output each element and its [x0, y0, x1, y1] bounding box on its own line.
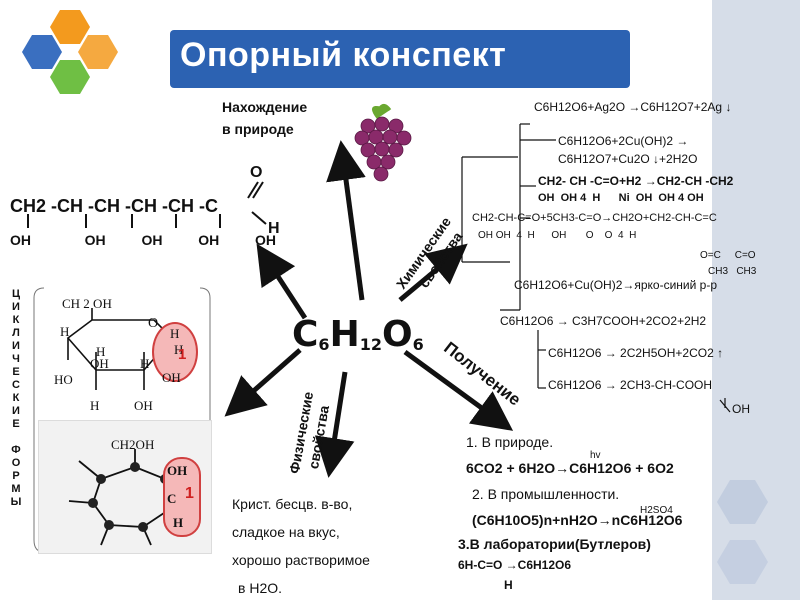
phys-line: хорошо растворимое: [232, 552, 370, 568]
grapes-icon: [354, 103, 412, 182]
reaction-alcohol-fermentation: C6H12O6 → 2C2H5OH+2CO2 ↑: [548, 346, 724, 360]
cyclic-letter: Е: [12, 366, 20, 378]
ring1-h: H: [60, 324, 70, 339]
haworth-ring-formula: CH 2 OH O H H H H H H OH HO OH OH 1: [44, 290, 204, 413]
phys-line: в H2O.: [238, 580, 283, 596]
ring1-h: H: [170, 326, 180, 341]
ring2-number: 1: [185, 485, 194, 502]
formula-c-sub: 6: [318, 335, 330, 354]
formula-o-sub: 6: [412, 335, 424, 354]
aldehyde-h-bond: [251, 211, 267, 225]
anomeric-highlight: [163, 457, 201, 537]
cyclic-letter: К: [12, 392, 20, 404]
oh-bonds: [27, 214, 221, 228]
open-chain-formula: CH2 -CH -CH -CH -CH -C: [10, 196, 218, 216]
ring1-oh: HO: [54, 372, 73, 387]
ring1-h: H: [174, 342, 184, 357]
cyclic-letter: Ц: [11, 288, 21, 300]
production-photosynthesis: 6CO2 + 6H2O→C6H12O6 + 6O2: [466, 460, 674, 476]
cyclic-letter: [8, 431, 24, 444]
carbonyl-double-bond: [247, 181, 264, 199]
ring1-h: H: [90, 398, 100, 413]
production-lab-title: 3.В лаборатории(Бутлеров): [458, 536, 651, 552]
open-chain-o: O: [250, 164, 263, 181]
formula-h-sub: 12: [359, 335, 382, 354]
cyclic-letter: М: [11, 483, 21, 495]
reaction-blue-solution: C6H12O6+Cu(OH)2→ярко-синий р-р: [514, 278, 718, 292]
reaction-butyric-fermentation: C6H12O6 → C3H7COOH+2CO2+2H2: [500, 314, 707, 328]
reaction-acetylation-sub3: CH3 CH3: [708, 266, 757, 277]
reaction-cu-oh-product: C6H12O7+Cu2O ↓+2H2O: [558, 152, 698, 166]
glucose-formula: C6H12O6: [292, 314, 424, 355]
open-chain-oh-row: OH OH OH OH OH: [10, 232, 277, 248]
production-butlerov-h: H: [504, 578, 513, 592]
reaction-acetylation-sub2: O=C C=O: [700, 250, 756, 261]
ring1-oh: OH: [90, 356, 109, 371]
title-bar: [170, 30, 630, 88]
cyclic-letter: Е: [12, 418, 20, 430]
ring2-h: H: [173, 515, 184, 530]
ring2-oh: OH: [167, 463, 188, 478]
pyranose-ring: [66, 308, 174, 390]
reaction-hydrogenation: CH2- CH -C=O+H2 →CH2-CH -CH2: [538, 174, 734, 188]
phys-line: Крист. бесцв. в-во,: [232, 496, 353, 512]
phys-line: сладкое на вкус,: [232, 524, 340, 540]
ring1-ch2oh: CH 2 OH: [62, 296, 112, 311]
cyclic-letter: О: [11, 457, 21, 469]
cyclic-letter: К: [12, 314, 20, 326]
decorative-hexagons-icon: [717, 480, 768, 584]
nature-label-line1: Нахождение: [222, 99, 308, 115]
ring1-o: O: [148, 316, 159, 331]
ring1-number: 1: [178, 346, 187, 363]
formula-o: O: [381, 314, 413, 355]
phys-props-text: Крист. бесцв. в-во, сладкое на вкус, хор…: [232, 490, 370, 602]
production-industry-title: 2. В промышленности.: [472, 486, 620, 502]
cyclic-letter: И: [12, 405, 20, 417]
ring1-h: H: [140, 356, 150, 371]
open-chain-h: H: [268, 220, 280, 237]
reaction-cu-oh: C6H12O6+2Cu(OH)2 →: [558, 134, 689, 148]
cyclic-letter: Р: [12, 470, 20, 482]
cyclic-letter: Ы: [10, 496, 22, 508]
page-title: Опорный конспект: [180, 36, 507, 74]
anomeric-highlight: [152, 322, 198, 382]
reaction-acetylation-sub: OH OH 4 H OH O O 4 H: [478, 230, 637, 241]
production-hv: hv: [590, 450, 601, 461]
ring1-h: H: [96, 344, 106, 359]
production-butlerov: 6H-C=O →C6H12O6: [458, 558, 572, 572]
cyclic-letter: И: [12, 340, 20, 352]
ring2-c: C: [167, 491, 177, 506]
formula-c: C: [292, 314, 319, 355]
production-hydrolysis: (C6H10O5)n+nH2O→nC6H12O6: [472, 512, 683, 528]
cyclic-letter: Ф: [11, 444, 21, 456]
ring2-ch2oh: CH2OH: [111, 437, 155, 452]
cyclic-letter: С: [12, 379, 20, 391]
cyclic-letter: Л: [12, 327, 20, 339]
reaction-acetylation: CH2-CH-C=O+5CH3-C=O→CH2O+CH2-CH-C=C: [472, 212, 717, 224]
production-nature-title: 1. В природе.: [466, 434, 554, 450]
reaction-lactic-fermentation: C6H12O6 → 2CH3-CH-COOH: [548, 378, 713, 392]
formula-h: H: [329, 314, 360, 355]
cyclic-forms-label: Ц И К Л И Ч Е С К И Е Ф О Р М Ы: [8, 288, 24, 509]
reaction-silver-mirror: C6H12O6+Ag2O →C6H12O7+2Ag ↓: [534, 100, 732, 114]
hexagon-logo-icon: [22, 10, 118, 94]
ring-model-box: CH2OH OH C H 1: [38, 420, 212, 554]
ring1-oh: OH: [134, 398, 153, 413]
production-catalyst: H2SO4: [640, 505, 673, 516]
reaction-lactic-oh: OH: [732, 402, 750, 416]
nature-label-line2: в природе: [222, 121, 294, 137]
cyclic-letter: И: [12, 301, 20, 313]
ring1-oh: OH: [162, 370, 181, 385]
nature-label: Нахождение в природе: [222, 96, 307, 140]
reaction-hydrogenation-sub: OH OH 4 H Ni OH OH 4 OH: [538, 192, 704, 204]
cyclic-letter: Ч: [12, 353, 20, 365]
